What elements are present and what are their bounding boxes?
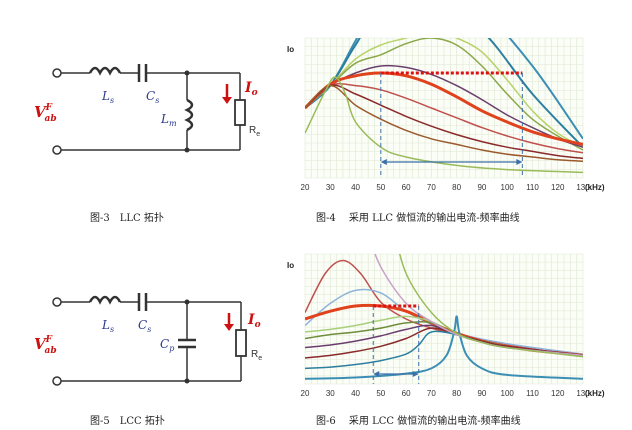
series-line-2 bbox=[305, 38, 583, 148]
lcc-io-frequency-chart: Io 20 30 40 50 60 70 80 90 100 110 120 130(kHz) bbox=[287, 253, 605, 398]
lm-label: Lm bbox=[160, 112, 177, 128]
series-line-5 bbox=[305, 71, 583, 146]
x-tick-label: 130 bbox=[576, 183, 590, 192]
fig3-caption: 图-3 LLC 拓扑 bbox=[90, 213, 164, 224]
x-tick-label: 40 bbox=[351, 389, 360, 398]
series-line-3 bbox=[305, 38, 583, 151]
x-tick-label: 50 bbox=[376, 183, 385, 192]
x-tick-label: 40 bbox=[351, 183, 360, 192]
y-axis-label: Io bbox=[287, 45, 294, 54]
x-tick-label: 110 bbox=[526, 183, 539, 192]
x-axis-unit: (kHz) bbox=[585, 183, 605, 192]
x-tick-label: 130 bbox=[576, 389, 590, 398]
re-resistor bbox=[234, 99, 246, 126]
x-axis-unit: (kHz) bbox=[585, 389, 605, 398]
x-tick-label: 30 bbox=[326, 183, 335, 192]
fig5-caption: 图-5 LCC 拓扑 bbox=[90, 416, 165, 427]
arrowhead-right bbox=[516, 159, 523, 165]
x-tick-label: 20 bbox=[301, 183, 310, 192]
ls-inductor bbox=[88, 66, 122, 76]
arrowhead-right bbox=[412, 371, 419, 377]
current-arrow bbox=[224, 313, 234, 331]
re-label: Re bbox=[249, 125, 260, 138]
cs-capacitor bbox=[137, 64, 148, 82]
x-tick-label: 100 bbox=[501, 183, 515, 192]
x-tick-label: 120 bbox=[551, 389, 565, 398]
series-line-8 bbox=[305, 84, 583, 162]
cs-capacitor bbox=[137, 293, 148, 311]
x-tick-label: 110 bbox=[526, 389, 539, 398]
series-line-9 bbox=[305, 76, 583, 174]
ls-inductor bbox=[88, 295, 122, 305]
fig4-caption: 图-4 采用 LLC 做恒流的输出电流-频率曲线 bbox=[316, 213, 520, 224]
terminal-top-left bbox=[52, 68, 62, 78]
x-tick-label: 80 bbox=[452, 183, 461, 192]
x-tick-label: 60 bbox=[402, 183, 411, 192]
io-label: Io bbox=[244, 80, 258, 98]
terminal-bottom-left bbox=[52, 145, 62, 155]
re-label: Re bbox=[251, 349, 262, 362]
arrowhead-left bbox=[380, 159, 387, 165]
re-resistor bbox=[235, 329, 247, 357]
x-tick-label: 90 bbox=[477, 389, 486, 398]
series-line-4 bbox=[305, 64, 583, 148]
x-tick-label: 100 bbox=[501, 389, 515, 398]
series-line-10 bbox=[398, 254, 583, 358]
io-label: Io bbox=[247, 312, 261, 330]
x-tick-label: 120 bbox=[551, 183, 565, 192]
x-tick-label: 50 bbox=[376, 389, 385, 398]
x-tick-label: 60 bbox=[402, 389, 411, 398]
terminal-top-left bbox=[52, 297, 62, 307]
series-line-6 bbox=[305, 83, 583, 154]
x-tick-label: 70 bbox=[427, 389, 436, 398]
llc-io-frequency-chart: Io 20 30 40 50 60 70 80 90 100 110 120 130(kHz) bbox=[287, 37, 605, 192]
x-tick-label: 70 bbox=[427, 183, 436, 192]
fig6-caption: 图-6 采用 LCC 做恒流的输出电流-频率曲线 bbox=[316, 416, 521, 427]
ls-label: Ls bbox=[101, 89, 114, 105]
cp-label: Cp bbox=[160, 337, 174, 353]
lm-inductor bbox=[184, 98, 194, 132]
series-line-7 bbox=[305, 84, 583, 160]
cs-label: Cs bbox=[138, 318, 151, 334]
ls-label: Ls bbox=[101, 318, 114, 334]
cs-label: Cs bbox=[146, 89, 159, 105]
x-tick-label: 90 bbox=[477, 183, 486, 192]
x-tick-label: 80 bbox=[452, 389, 461, 398]
x-tick-label: 20 bbox=[301, 389, 310, 398]
current-arrow bbox=[222, 84, 232, 104]
y-axis-label: Io bbox=[287, 261, 294, 270]
cp-capacitor bbox=[178, 338, 196, 349]
series-line-6 bbox=[305, 327, 583, 359]
arrowhead-left bbox=[373, 371, 380, 377]
terminal-bottom-left bbox=[52, 376, 62, 386]
x-tick-label: 30 bbox=[326, 389, 335, 398]
